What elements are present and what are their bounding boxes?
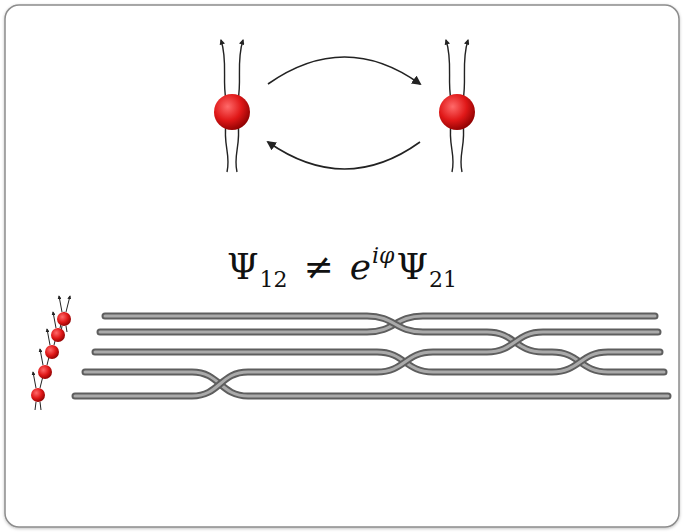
exchange-arrow <box>268 57 420 84</box>
equation-part: Ψ <box>396 246 428 287</box>
exchange-arrow <box>268 142 420 169</box>
particle-row <box>31 296 71 410</box>
equation: Ψ12≠eiφΨ21 <box>0 246 684 296</box>
slide-frame <box>5 5 679 527</box>
particle <box>214 40 250 172</box>
equation-part: 21 <box>429 267 457 292</box>
equation-part: e <box>350 246 371 287</box>
equation-part: iφ <box>372 243 394 268</box>
equation-part: 12 <box>260 267 288 292</box>
equation-part: ≠ <box>304 246 334 287</box>
particle <box>439 40 475 172</box>
braid <box>75 316 668 396</box>
equation-part: Ψ <box>227 246 259 287</box>
